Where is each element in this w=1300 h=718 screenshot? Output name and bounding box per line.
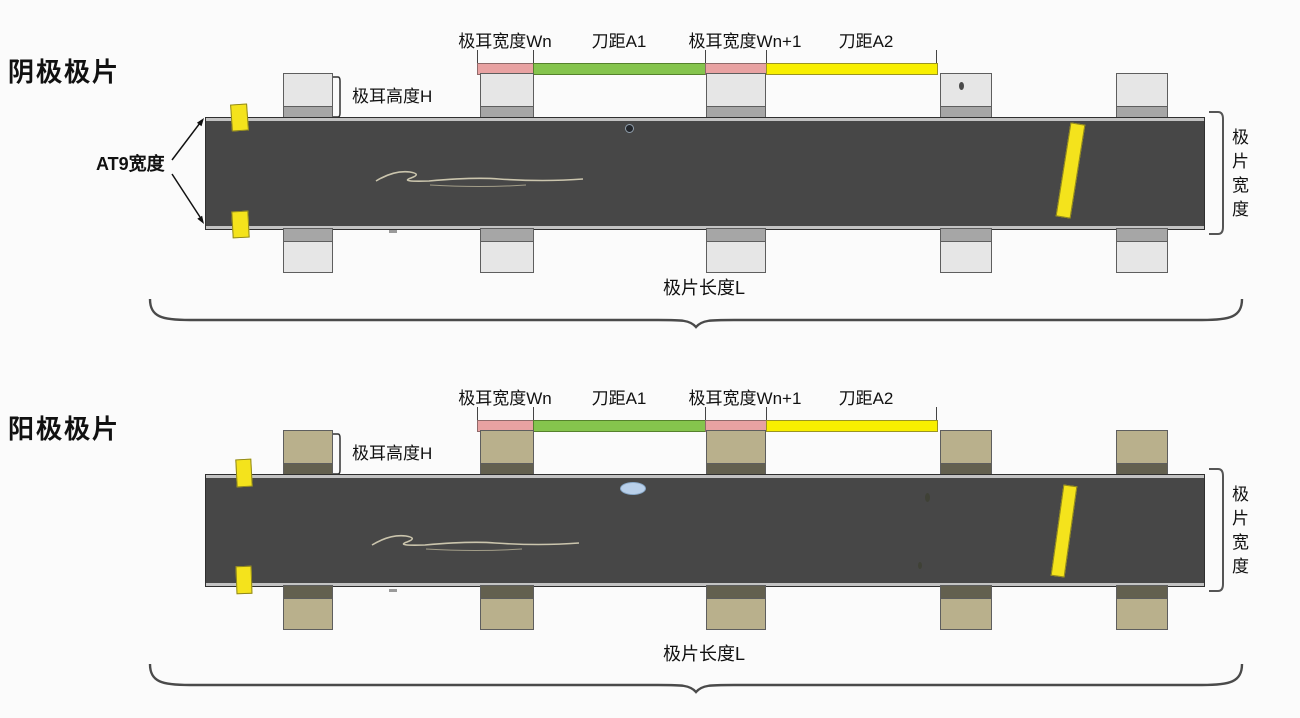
anode-section: 阳极极片 极耳宽度Wn 刀距A1 极耳宽度Wn+1 刀距A2 极耳高度H <box>0 357 1300 718</box>
tab-bottom-3 <box>706 228 766 273</box>
tab-top-2 <box>480 430 534 477</box>
dim-bar-cutter-a1 <box>533 420 707 432</box>
tab-bottom-5 <box>1116 585 1168 630</box>
tab-band <box>707 586 765 599</box>
dim-tick <box>705 407 706 420</box>
dim-tick <box>766 407 767 420</box>
tab-bottom-1 <box>283 585 333 630</box>
label-tab-height: 极耳高度H <box>352 87 433 106</box>
tab-band <box>941 463 991 476</box>
tab-top-3 <box>706 430 766 477</box>
tab-top-5 <box>1116 430 1168 477</box>
tab-band <box>284 106 332 119</box>
scratch-mark <box>375 170 584 187</box>
tab-band <box>284 463 332 476</box>
tab-band <box>1117 106 1167 119</box>
label-tab-width-wn: 极耳宽度Wn <box>458 389 552 408</box>
dim-tick <box>705 50 706 63</box>
dim-tick <box>533 50 534 63</box>
label-cutter-a1: 刀距A1 <box>591 389 647 408</box>
tab-band <box>284 586 332 599</box>
yellow-marker-top-left <box>235 458 253 488</box>
dim-tick <box>477 407 478 420</box>
tab-bottom-1 <box>283 228 333 273</box>
tab-top-3 <box>706 73 766 120</box>
tab-top-4 <box>940 73 992 120</box>
sheet-width-bracket <box>1209 111 1224 235</box>
tab-bottom-2 <box>480 585 534 630</box>
electrode-strip <box>205 117 1205 230</box>
label-sheet-width: 极片宽度 <box>1229 128 1248 224</box>
tab-band <box>707 463 765 476</box>
tab-top-1 <box>283 430 333 477</box>
label-sheet-length: 极片长度L <box>662 644 745 664</box>
dim-tick <box>936 50 937 63</box>
tab-top-1 <box>283 73 333 120</box>
label-cutter-a2: 刀距A2 <box>838 389 894 408</box>
section-title: 阳极极片 <box>8 414 121 444</box>
dim-tick <box>477 50 478 63</box>
label-sheet-width: 极片宽度 <box>1229 485 1248 581</box>
label-tab-width-wn-plus-1: 极耳宽度Wn+1 <box>688 32 802 51</box>
tab-band <box>481 229 533 242</box>
label-sheet-length: 极片长度L <box>662 278 745 298</box>
label-cutter-a2: 刀距A2 <box>838 32 894 51</box>
yellow-marker-bottom-left <box>231 210 250 239</box>
tab-band <box>1117 463 1167 476</box>
sheet-length-brace <box>148 663 1244 694</box>
tab-bottom-4 <box>940 228 992 273</box>
tab-band <box>284 229 332 242</box>
at9-width-arrows <box>171 118 204 224</box>
tab-bottom-3 <box>706 585 766 630</box>
tab-band <box>941 586 991 599</box>
label-at9-width: AT9宽度 <box>96 154 165 174</box>
dim-bar-cutter-a1 <box>533 63 707 75</box>
tab-band <box>481 463 533 476</box>
dim-bar-cutter-a2 <box>766 420 938 432</box>
tab-band <box>941 229 991 242</box>
tab-band <box>481 106 533 119</box>
tab-bottom-4 <box>940 585 992 630</box>
tab-top-5 <box>1116 73 1168 120</box>
sheet-width-bracket <box>1209 468 1224 592</box>
defect-speck <box>918 562 922 569</box>
cathode-section: 阴极极片 极耳宽度Wn 刀距A1 极耳宽度Wn+1 刀距A2 极耳高度H <box>0 0 1300 357</box>
defect-speck <box>959 82 964 90</box>
tab-bottom-5 <box>1116 228 1168 273</box>
label-tab-height: 极耳高度H <box>352 444 433 463</box>
tab-band <box>1117 586 1167 599</box>
yellow-marker-bottom-left <box>235 565 253 595</box>
dim-tick <box>936 407 937 420</box>
tab-band <box>481 586 533 599</box>
sheet-length-brace <box>148 298 1244 329</box>
dim-bar-cutter-a2 <box>766 63 938 75</box>
tab-top-4 <box>940 430 992 477</box>
label-tab-width-wn: 极耳宽度Wn <box>458 32 552 51</box>
defect-blue-spot <box>620 482 646 495</box>
yellow-marker-top-left <box>230 103 249 132</box>
defect-speck <box>389 589 397 592</box>
tab-height-bracket <box>333 433 341 475</box>
dim-tick <box>533 407 534 420</box>
tab-band <box>707 229 765 242</box>
tab-height-bracket <box>333 76 341 118</box>
section-title: 阴极极片 <box>8 57 121 87</box>
tab-band <box>941 106 991 119</box>
tab-band <box>707 106 765 119</box>
tab-band <box>1117 229 1167 242</box>
label-tab-width-wn-plus-1: 极耳宽度Wn+1 <box>688 389 802 408</box>
tab-bottom-2 <box>480 228 534 273</box>
scratch-mark <box>371 534 580 551</box>
electrode-strip <box>205 474 1205 587</box>
defect-speck <box>389 230 397 233</box>
tab-top-2 <box>480 73 534 120</box>
defect-speck <box>925 493 930 502</box>
label-cutter-a1: 刀距A1 <box>591 32 647 51</box>
dim-tick <box>766 50 767 63</box>
defect-dot <box>625 124 634 133</box>
